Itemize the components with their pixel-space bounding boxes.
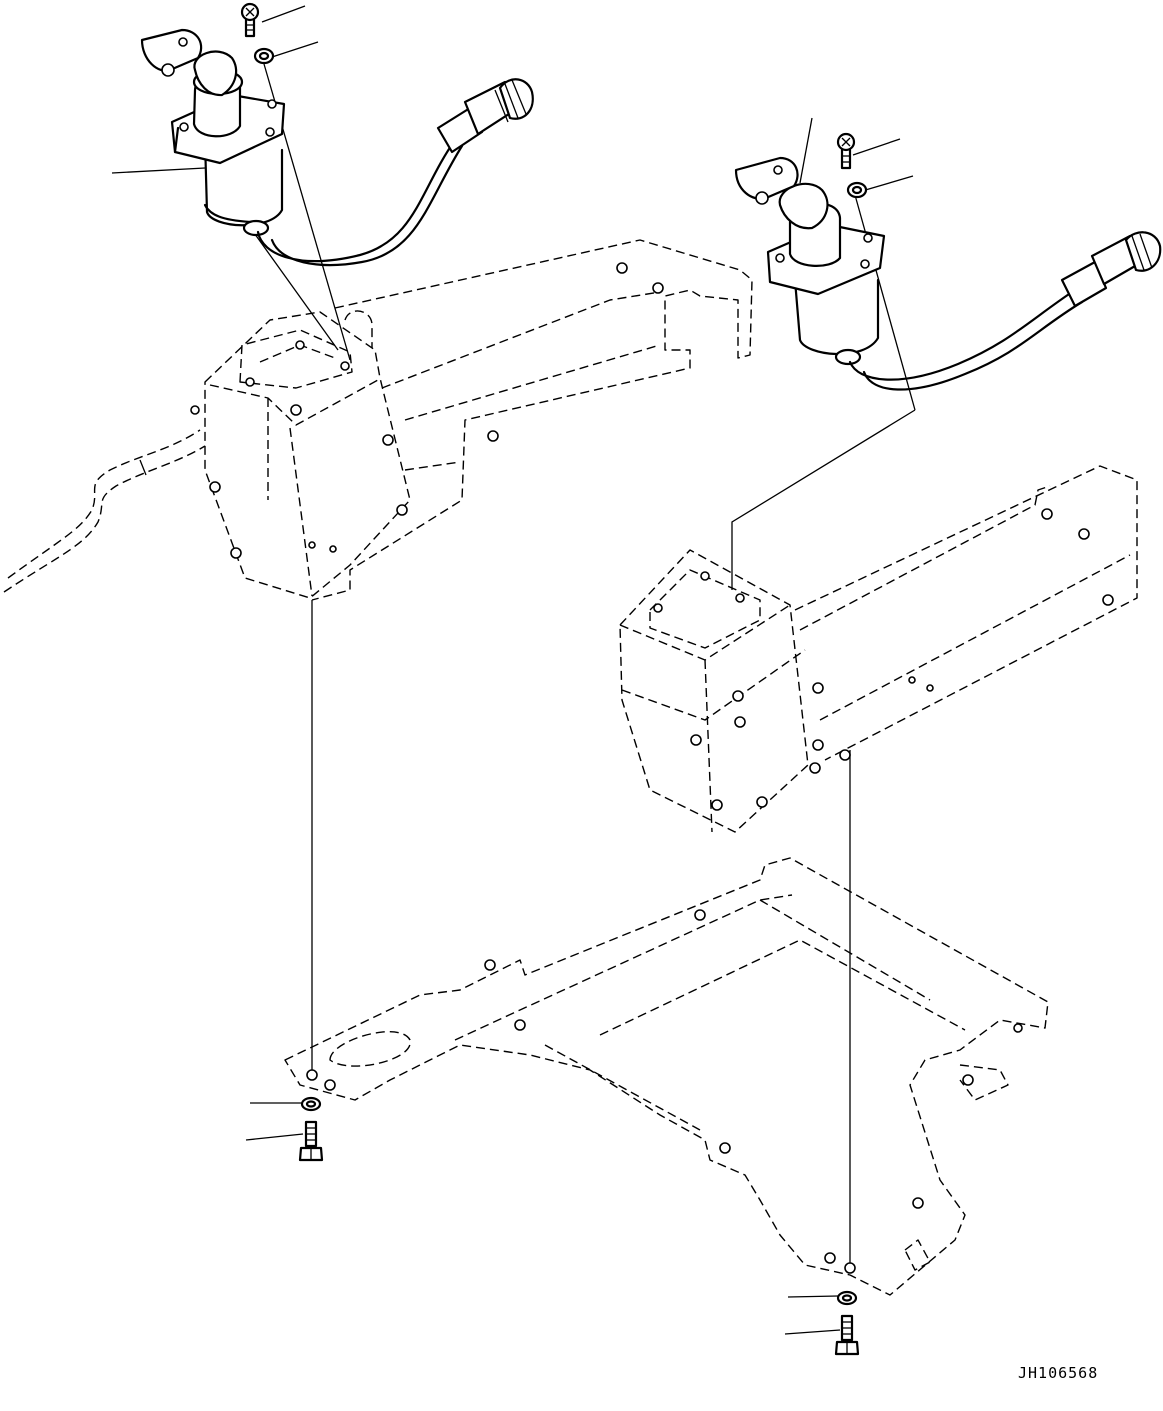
bolt-left-top	[240, 2, 260, 38]
ppc-lever-right	[734, 156, 1084, 391]
console-left	[190, 239, 753, 601]
connector-left	[436, 78, 534, 154]
console-right	[619, 465, 1138, 833]
bolt-left-bottom	[298, 1120, 324, 1162]
left-harness	[3, 429, 206, 593]
washer-left-bottom	[300, 1096, 322, 1112]
bolt-right-top	[836, 132, 856, 170]
leader-lines	[111, 5, 914, 1335]
washer-left-top	[253, 47, 275, 65]
bolt-right-bottom	[834, 1314, 860, 1356]
seat-support-frame	[284, 857, 1049, 1296]
drawing-code: JH106568	[1018, 1364, 1099, 1382]
ppc-lever-left	[140, 28, 464, 267]
connector-right	[1060, 231, 1162, 308]
washer-right-bottom	[836, 1290, 858, 1306]
washer-right-top	[846, 181, 868, 199]
